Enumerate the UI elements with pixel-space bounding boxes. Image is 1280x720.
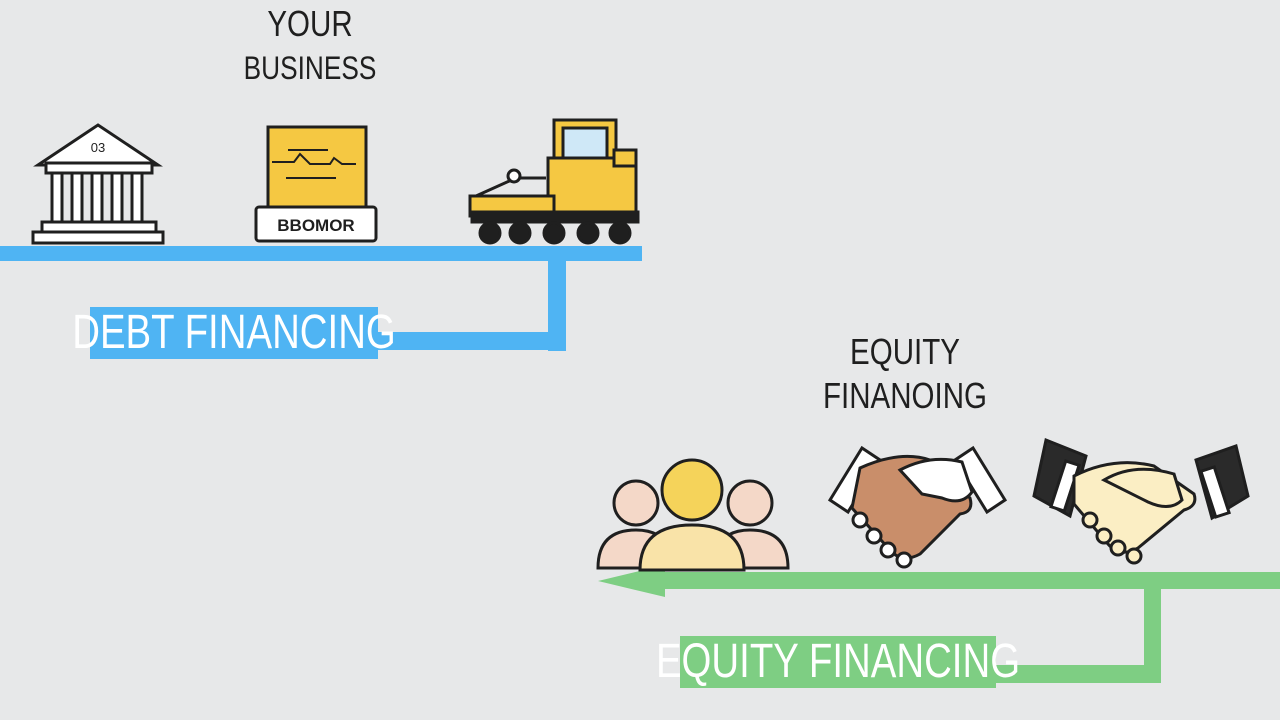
bank-icon-label: 03 <box>91 140 105 155</box>
equity-heading-line1: EQUITY <box>850 331 960 372</box>
equity-flow-arrowhead <box>598 565 665 597</box>
handshake-icon <box>1032 437 1250 565</box>
debt-flow-connector <box>548 253 566 351</box>
equity-heading-line2: FINANOING <box>822 375 987 416</box>
debt-flow-connector-horizontal <box>370 332 566 350</box>
your-business-line2: BUSINESS <box>243 50 377 86</box>
debt-financing-label: DEBT FINANCING <box>72 306 396 359</box>
equity-financing-label: EQUITY FINANCING <box>655 635 1021 688</box>
bulldozer-icon <box>468 118 640 245</box>
business-sign-label: BBOMOR <box>277 216 354 235</box>
bank-icon <box>31 123 165 245</box>
equity-flow-connector-horizontal <box>990 665 1161 683</box>
people-group-icon <box>596 458 790 572</box>
equity-flow-line <box>640 572 1280 589</box>
equity-financing-heading: EQUITY FINANOING <box>819 334 991 414</box>
handshake-icon <box>827 445 1008 569</box>
equity-flow-connector <box>1144 580 1161 683</box>
your-business-line1: YOUR <box>267 3 353 44</box>
business-sign-icon <box>254 125 378 243</box>
debt-flow-line <box>0 246 642 261</box>
your-business-heading: YOUR BUSINESS <box>228 3 392 86</box>
